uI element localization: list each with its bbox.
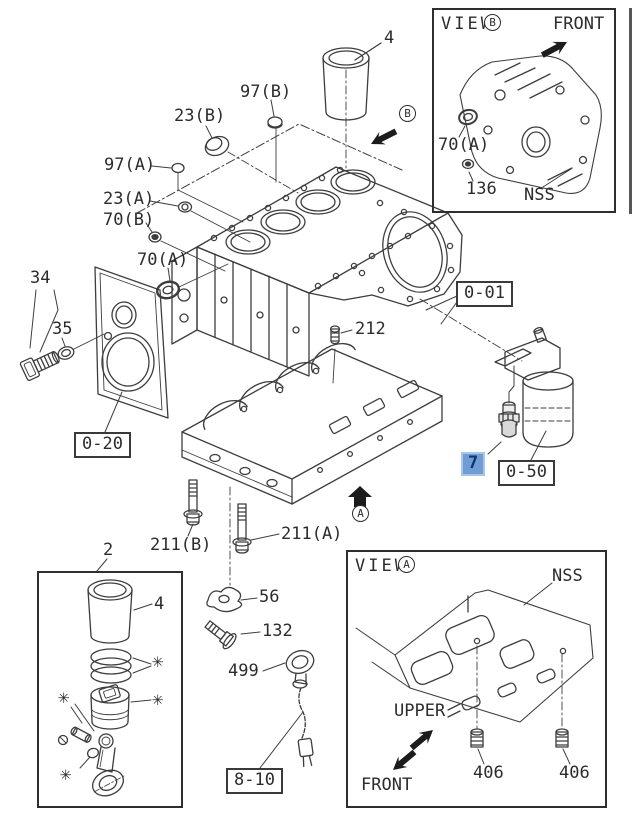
label-97a: 97(A)	[104, 155, 156, 175]
label-56: 56	[259, 587, 280, 607]
view-a-label-406-left: 406	[473, 763, 504, 783]
view-b-title: VIEW	[441, 14, 494, 34]
ref-0-01-leaders	[419, 295, 523, 362]
marker-b: B	[399, 105, 416, 122]
label-23b: 23(B)	[174, 106, 226, 126]
label-211b: 211(B)	[150, 535, 212, 555]
block-plugs-drawing	[145, 99, 299, 300]
page-edge	[629, 8, 632, 214]
view-a-title: VIEW	[355, 556, 408, 576]
bolt-211a-drawing	[232, 503, 280, 554]
bolt-211b-drawing	[183, 479, 203, 537]
ref-8-10[interactable]: 8-10	[226, 768, 283, 794]
view-b-direction-arrow-icon	[367, 125, 400, 151]
view-a-label-upper: UPPER	[394, 701, 446, 721]
piston-inset-box	[37, 571, 183, 808]
label-499: 499	[228, 661, 259, 681]
engine-block-drawing	[171, 166, 463, 377]
clamp-56-drawing	[206, 586, 258, 613]
label-70a: 70(A)	[137, 250, 189, 270]
piston-label-4: 4	[154, 594, 165, 614]
ref-0-50[interactable]: 0-50	[498, 460, 555, 486]
view-b-front-label: FRONT	[553, 14, 605, 34]
piston-label-2: 2	[103, 540, 114, 560]
oil-gauge-drawing	[259, 649, 315, 769]
label-34: 34	[30, 268, 51, 288]
cylinder-liner-drawing	[322, 42, 382, 169]
gasket-plane	[136, 123, 403, 214]
bolt-132-drawing	[204, 620, 261, 650]
label-liner-4: 4	[384, 28, 395, 48]
marker-a: A	[352, 505, 369, 522]
view-b-inset-drawing	[458, 55, 602, 194]
label-212: 212	[355, 319, 386, 339]
view-a-inset-box	[346, 550, 607, 808]
view-a-letter: A	[398, 556, 415, 573]
view-b-inset-box	[432, 8, 616, 213]
view-a-label-nss: NSS	[552, 566, 583, 586]
part-7-highlight[interactable]: 7	[461, 452, 486, 476]
piston-inset-drawing	[57, 558, 153, 797]
view-b-label-nss: NSS	[524, 185, 555, 205]
label-211a: 211(A)	[281, 524, 343, 544]
view-b-label-136: 136	[466, 179, 497, 199]
label-70b: 70(B)	[103, 210, 155, 230]
label-132: 132	[262, 621, 293, 641]
label-23a: 23(A)	[103, 189, 155, 209]
ref-0-20[interactable]: 0-20	[74, 432, 131, 458]
view-a-label-406-right: 406	[559, 763, 590, 783]
view-a-direction-arrow-icon	[348, 486, 372, 507]
view-a-label-front: FRONT	[361, 775, 413, 795]
asterisk-piston: ✳	[152, 688, 164, 710]
ref-0-01[interactable]: 0-01	[456, 281, 513, 307]
asterisk-bearing: ✳	[60, 763, 72, 785]
label-35: 35	[52, 319, 73, 339]
crankcase-drawing	[181, 342, 443, 586]
view-a-inset-drawing	[355, 582, 594, 765]
rear-plate-drawing	[94, 266, 169, 433]
drain-plug-drawing	[19, 289, 105, 382]
bolt-212-drawing	[329, 325, 353, 384]
label-97b: 97(B)	[240, 82, 292, 102]
asterisk-pin: ✳	[58, 686, 70, 708]
asterisk-rings: ✳	[152, 650, 164, 672]
view-b-letter: B	[484, 14, 501, 31]
view-b-label-70a: 70(A)	[438, 135, 490, 155]
oil-filter-drawing	[487, 327, 574, 461]
